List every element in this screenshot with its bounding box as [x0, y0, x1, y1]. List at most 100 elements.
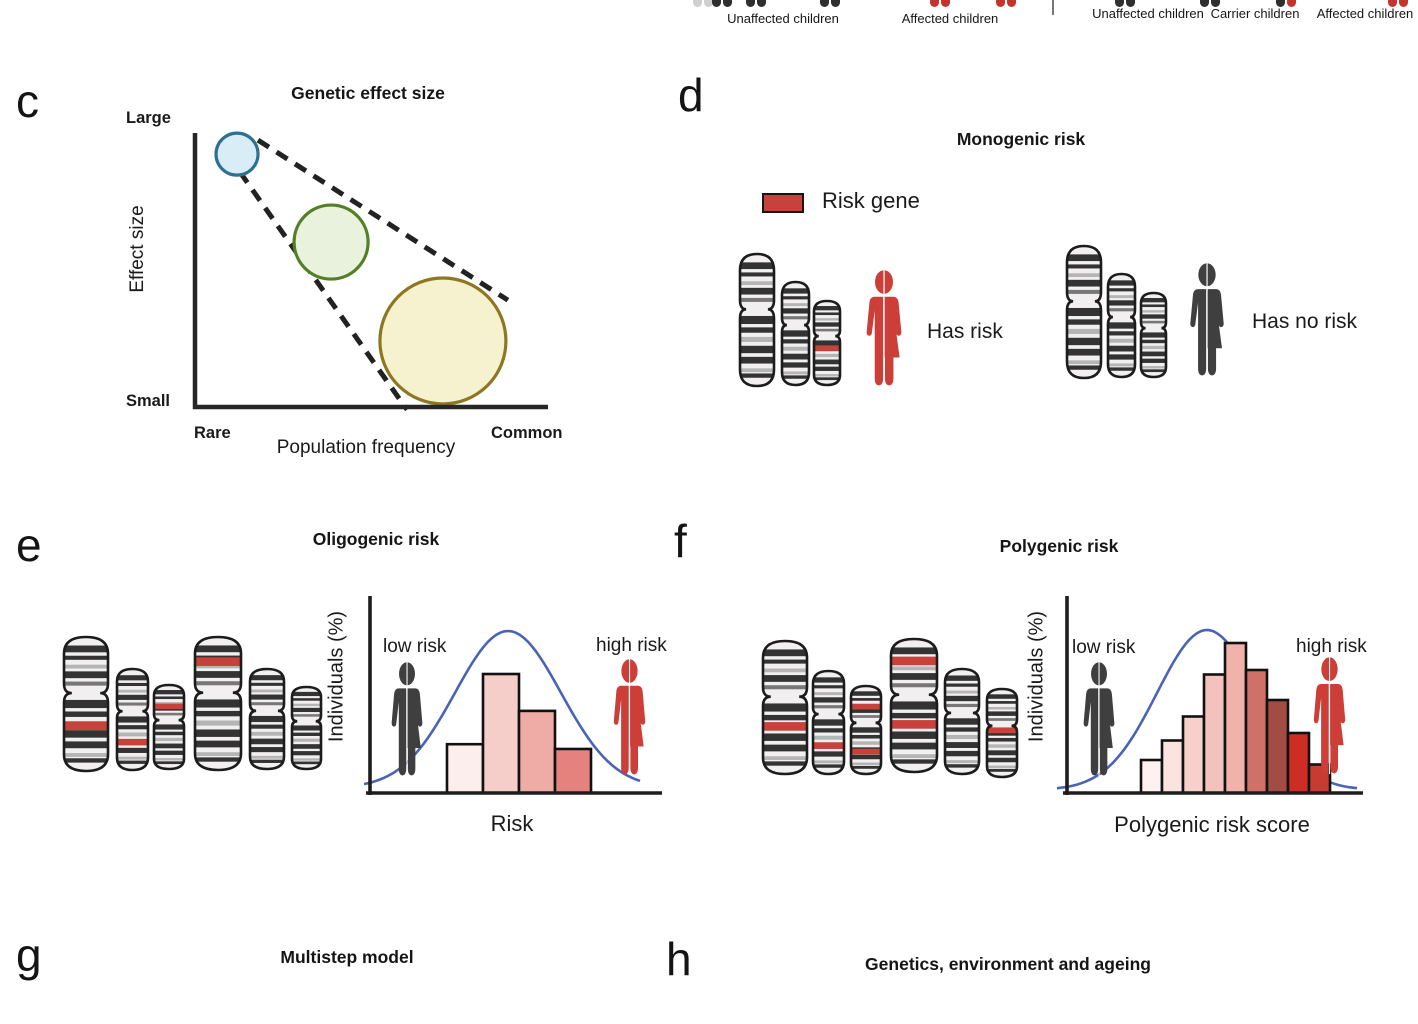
chromosome-band	[1108, 363, 1135, 367]
chromosome-band	[740, 287, 774, 295]
x-tick-rare: Rare	[194, 424, 231, 442]
person-female-half	[407, 688, 423, 776]
chromosome-band	[987, 750, 1017, 756]
chromosome-band	[250, 731, 284, 736]
chromosome-band	[195, 681, 241, 686]
panel-letter-f: f	[674, 515, 687, 567]
chromosome-band	[154, 750, 184, 755]
chromosome-monogenic-risk	[812, 299, 842, 387]
chromosome-band	[154, 731, 184, 736]
chromosome-band	[1108, 331, 1135, 336]
chromosome-oligogenic	[193, 635, 243, 772]
chromosome-band	[945, 727, 979, 732]
chromosome-band	[814, 322, 840, 327]
chromosome-band	[195, 710, 241, 717]
chromosome-band	[763, 733, 807, 741]
chromosome-outline	[849, 684, 883, 776]
panel-letter-h: h	[666, 933, 692, 985]
chromosome-band	[1108, 295, 1135, 299]
chromosome-band	[195, 699, 241, 708]
chromosome-monogenic-risk	[738, 252, 776, 388]
chromosome-outline	[761, 639, 809, 776]
chromosome-band	[814, 359, 840, 365]
person-male-half	[613, 685, 630, 775]
top-label-affected-left: Affected children	[901, 11, 999, 26]
chromosome-band	[292, 732, 321, 736]
panel-h-title: Genetics, environment and ageing	[865, 954, 1151, 974]
chromosome-band	[851, 734, 881, 739]
chromosome-band	[64, 741, 108, 749]
histogram-bar	[517, 709, 557, 795]
chromosome-band	[1108, 345, 1135, 352]
chromosome-band	[763, 649, 807, 657]
panel-d-title: Monogenic risk	[956, 129, 1086, 149]
chromosome-band	[154, 724, 184, 730]
chromosome-band	[1067, 289, 1101, 294]
chromosome-band	[250, 702, 284, 706]
has-risk-caption: Has risk	[927, 320, 1003, 343]
chromosome-band	[763, 761, 807, 766]
chromosome-band	[763, 703, 807, 712]
risk-gene-band	[851, 703, 881, 710]
panel-g-title: Multistep model	[280, 947, 414, 967]
histogram-bar	[553, 747, 593, 795]
chromosome-band	[945, 718, 979, 725]
person-has-risk-icon	[866, 270, 902, 386]
chromosome-band	[891, 673, 937, 680]
chromosome-band	[813, 728, 844, 733]
chromosome-band	[813, 677, 844, 683]
top-strip-divider	[1052, 0, 1054, 15]
person-high-risk-icon-f	[1313, 657, 1346, 774]
histogram-bar	[1265, 698, 1290, 795]
chromosome-band	[1067, 365, 1101, 370]
chromosome-band	[64, 711, 108, 717]
chromosome-band	[250, 759, 284, 763]
chromosome-band	[250, 694, 284, 700]
risk-gene-band	[763, 722, 807, 731]
chromosome-band	[1067, 254, 1101, 262]
chromosome-band	[1141, 320, 1166, 324]
chromosome-band	[814, 353, 840, 358]
person-male-half	[1083, 688, 1099, 776]
chromosome-band	[740, 272, 774, 277]
top-label-unaffected-right: Unaffected children	[1092, 6, 1204, 21]
oligogenic-histogram	[363, 596, 662, 795]
panel-f-xlabel: Polygenic risk score	[1114, 812, 1310, 837]
person-split-line	[1328, 657, 1331, 774]
chromosome-band	[782, 346, 809, 351]
chromosome-band	[195, 757, 241, 762]
chromosome-band	[1067, 273, 1101, 278]
chromosome-band	[814, 328, 840, 332]
person-male-half	[391, 688, 407, 776]
risk-gene-band	[195, 657, 241, 666]
child-foot-icon	[704, 0, 713, 7]
chromosome-band	[1141, 358, 1166, 363]
chromosome-band	[814, 318, 840, 321]
chromosome-band	[763, 659, 807, 664]
chromosome-band	[782, 330, 809, 337]
chromosome-band	[945, 703, 979, 708]
chromosome-band	[987, 768, 1017, 772]
chromosome-band	[117, 756, 148, 760]
chromosome-band	[851, 754, 881, 760]
chromosome-band	[1067, 328, 1101, 334]
child-foot-icon	[1200, 0, 1209, 7]
chromosome-band	[292, 751, 321, 756]
chromosome-band	[64, 753, 108, 757]
person-split-line	[883, 270, 885, 386]
chromosome-band	[782, 308, 809, 314]
chromosome-outline	[152, 683, 186, 771]
child-foot-icon	[1126, 0, 1135, 7]
polygenic-histogram	[1056, 596, 1363, 795]
chromosome-band	[740, 356, 774, 364]
chromosome-band	[64, 655, 108, 660]
chromosome-oligogenic	[290, 685, 323, 771]
person-female-half	[1099, 688, 1115, 776]
chromosome-band	[64, 758, 108, 763]
chromosome-oligogenic	[248, 667, 286, 771]
chromosome-band	[292, 691, 321, 697]
person-low-risk-icon-f	[1083, 662, 1115, 776]
chromosome-band	[987, 737, 1017, 742]
chromosome-band	[987, 718, 1017, 721]
person-male-half	[1313, 684, 1330, 774]
